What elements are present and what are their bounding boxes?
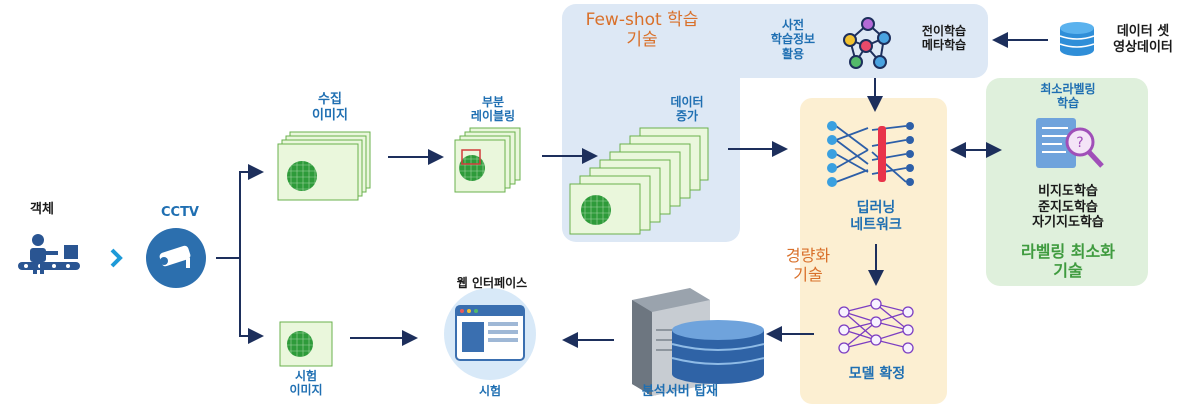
model-confirm-label: 모델 확정 [848, 366, 906, 382]
cctv-label: CCTV [160, 205, 199, 220]
model-network-icon [838, 298, 914, 354]
collected-image-stack [277, 131, 371, 201]
analysis-server-label: 분석서버 탑재 [641, 384, 719, 399]
web-interface-icon [444, 288, 536, 380]
augmented-data-stack [569, 127, 709, 235]
partial-label-stack [454, 127, 521, 193]
svg-text:?: ? [1076, 135, 1083, 151]
database-icon [1059, 22, 1095, 56]
chevron-right-icon [110, 248, 123, 268]
deep-learning-region [800, 98, 947, 404]
test-image-thumbnail [279, 321, 333, 367]
database-stack-icon [671, 320, 765, 384]
object-label: 객체 [30, 202, 54, 217]
document-search-icon: ? [1036, 118, 1104, 168]
deep-network-icon [827, 121, 914, 187]
network-icon [843, 17, 891, 69]
web-interface-label: 웹 인터페이스 [456, 276, 528, 290]
test-label: 시험 [478, 384, 502, 398]
worker-icon [18, 234, 80, 274]
cctv-icon [146, 228, 206, 288]
labeling-region [986, 78, 1148, 286]
